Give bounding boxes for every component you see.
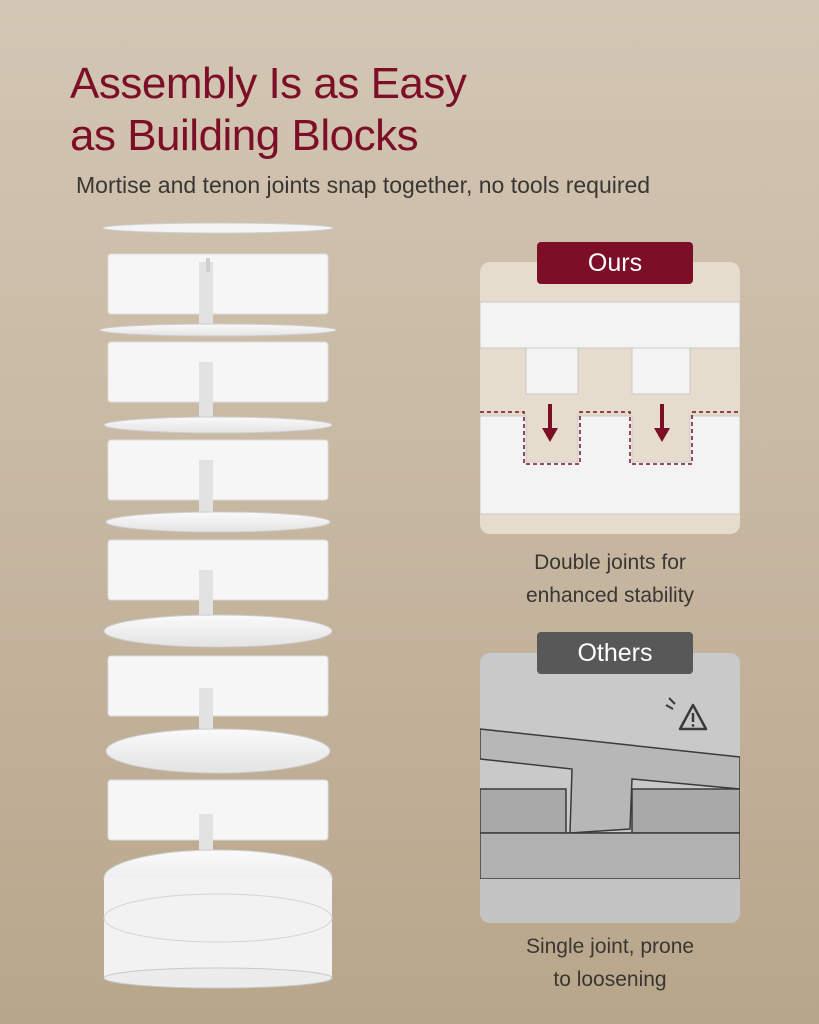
tier-3 <box>105 439 331 533</box>
title-line-1: Assembly Is as Easy <box>70 59 467 108</box>
exploded-tower-illustration <box>96 218 346 998</box>
others-caption-line-2: to loosening <box>553 968 667 991</box>
subtitle: Mortise and tenon joints snap together, … <box>76 172 651 198</box>
tier-2 <box>103 341 333 434</box>
ours-joint-diagram <box>480 262 740 534</box>
arrow-down-icon <box>542 404 558 442</box>
tier-6 <box>103 779 333 989</box>
ours-caption-line-1: Double joints for <box>534 551 686 574</box>
top-disc <box>102 222 334 234</box>
ours-caption: Double joints for enhanced stability <box>480 546 740 612</box>
others-caption-line-1: Single joint, prone <box>525 935 695 958</box>
tier-5 <box>105 655 331 774</box>
arrow-down-icon <box>654 404 670 442</box>
others-tag: Others <box>537 632 693 674</box>
tier-1 <box>99 253 337 337</box>
ours-caption-line-2: enhanced stability <box>525 584 695 607</box>
others-joint-diagram <box>480 653 740 923</box>
others-caption: Single joint, prone to loosening <box>480 930 740 996</box>
warning-icon <box>665 697 708 731</box>
ours-tag: Ours <box>537 242 693 284</box>
page-title: Assembly Is as Easy as Building Blocks <box>70 58 467 162</box>
tier-4 <box>103 539 333 648</box>
title-line-2: as Building Blocks <box>70 111 419 160</box>
